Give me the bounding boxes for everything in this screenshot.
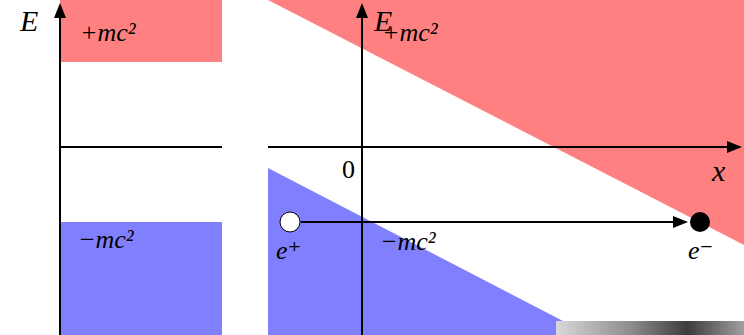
zero-line [60, 146, 222, 148]
positron-hole [280, 212, 300, 232]
energy-level: +mc² [80, 20, 136, 46]
position-axis [268, 146, 728, 148]
energy-level: −mc² [78, 227, 134, 253]
axis-label: E [20, 6, 38, 36]
energy-axis [361, 16, 363, 335]
arrow-head [673, 216, 688, 228]
axis-label: x [712, 156, 725, 186]
electron-dot [690, 212, 710, 232]
energy-level: +mc² [382, 20, 438, 46]
particle-label: e⁻ [688, 238, 713, 264]
arrow-head [356, 3, 368, 18]
energy-axis [59, 16, 61, 335]
tilted-lower-band [268, 168, 590, 335]
energy-level: −mc² [380, 229, 436, 255]
photo-fragment [556, 321, 744, 335]
lower-band [60, 222, 222, 335]
upper-band [60, 0, 222, 62]
arrow-head [54, 3, 66, 18]
arrow-head [727, 141, 742, 153]
particle-label: e⁺ [276, 238, 301, 264]
tunnel-arrow [301, 221, 674, 223]
origin-label: 0 [342, 157, 355, 183]
